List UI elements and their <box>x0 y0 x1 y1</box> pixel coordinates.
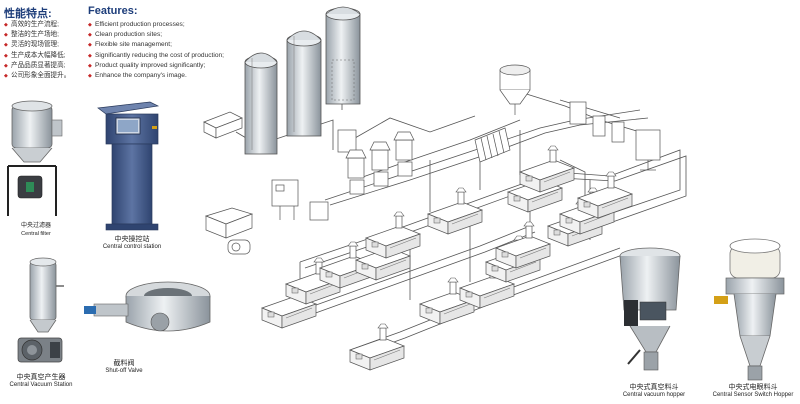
molding-machine <box>519 145 575 193</box>
features-cn-list: 高效的生产流程; 整洁的生产场地; 灵活的现场管理; 生产成本大幅降低; 产品品… <box>4 20 70 81</box>
crusher-unit <box>204 207 254 255</box>
features-en-item: Flexible site management; <box>88 40 224 50</box>
shutoff-valve-caption: 截料阀 Shut-off Valve <box>96 360 152 375</box>
sensor-hopper-caption-en: Central Sensor Switch Hopper <box>712 391 794 398</box>
features-cn-item: 高效的生产流程; <box>4 20 70 30</box>
features-en-item: Enhance the company's image. <box>88 71 224 81</box>
vacuum-hopper-caption-en: Central vacuum hopper <box>622 391 686 398</box>
features-cn-item: 产品品质显著提高; <box>4 61 70 71</box>
features-en-item: Efficient production processes; <box>88 20 224 30</box>
conveyor-box <box>203 111 243 139</box>
molding-machine <box>365 211 421 259</box>
features-en-item: Significantly reducing the cost of produ… <box>88 51 224 61</box>
storage-silo <box>244 52 278 155</box>
features-en-item: Product quality improved significantly; <box>88 61 224 71</box>
shutoff-valve-image <box>84 281 211 332</box>
vacuum-hopper-caption-cn: 中央式真空料斗 <box>629 384 679 391</box>
features-cn-title: 性能特点: <box>4 8 52 20</box>
dryer-units <box>337 129 415 195</box>
features-cn-item: 灵活的现场管理; <box>4 40 70 50</box>
central-filter-image <box>7 100 63 216</box>
features-cn-item: 整洁的生产场地; <box>4 30 70 40</box>
material-manifold <box>474 127 511 163</box>
shutoff-valve-caption-cn: 截料阀 <box>113 360 135 367</box>
storage-silo <box>286 30 322 137</box>
molding-machine <box>427 187 483 235</box>
central-control-caption: 中央操控站 Central control station <box>92 236 172 251</box>
vacuum-station-caption: 中央真空产生器 Central Vacuum Station <box>2 374 80 389</box>
sensor-hopper-image <box>714 238 785 381</box>
features-cn-item: 生产成本大幅降低; <box>4 51 70 61</box>
central-filter-caption: 中央过滤器 Central filter <box>8 223 64 238</box>
central-filter-caption-cn: 中央过滤器 <box>20 223 51 229</box>
molding-machine <box>349 323 405 371</box>
loader-group <box>569 101 661 171</box>
storage-silo <box>325 6 361 105</box>
central-control-image <box>97 101 160 231</box>
features-en-title: Features: <box>88 5 138 17</box>
sensor-hopper-caption-cn: 中央式电眼料斗 <box>728 384 778 391</box>
vacuum-station-image <box>17 257 64 363</box>
features-en-item: Clean production sites; <box>88 30 224 40</box>
vacuum-hopper-image <box>619 247 681 371</box>
vacuum-station-caption-cn: 中央真空产生器 <box>16 374 66 381</box>
vacuum-hopper-caption: 中央式真空料斗 Central vacuum hopper <box>616 384 692 399</box>
sensor-hopper-caption: 中央式电眼料斗 Central Sensor Switch Hopper <box>708 384 798 399</box>
central-filter-caption-en: Central filter <box>21 230 51 237</box>
central-hopper-top <box>499 64 531 115</box>
central-control-caption-en: Central control station <box>102 243 162 250</box>
features-en-list: Efficient production processes; Clean pr… <box>88 20 224 81</box>
molding-machine <box>577 171 633 219</box>
vacuum-station-caption-en: Central Vacuum Station <box>9 381 73 388</box>
features-cn-item: 公司形象全面提升。 <box>4 71 70 81</box>
mixing-unit <box>271 179 329 221</box>
shutoff-valve-caption-en: Shut-off Valve <box>105 367 143 374</box>
central-control-caption-cn: 中央操控站 <box>114 236 150 243</box>
